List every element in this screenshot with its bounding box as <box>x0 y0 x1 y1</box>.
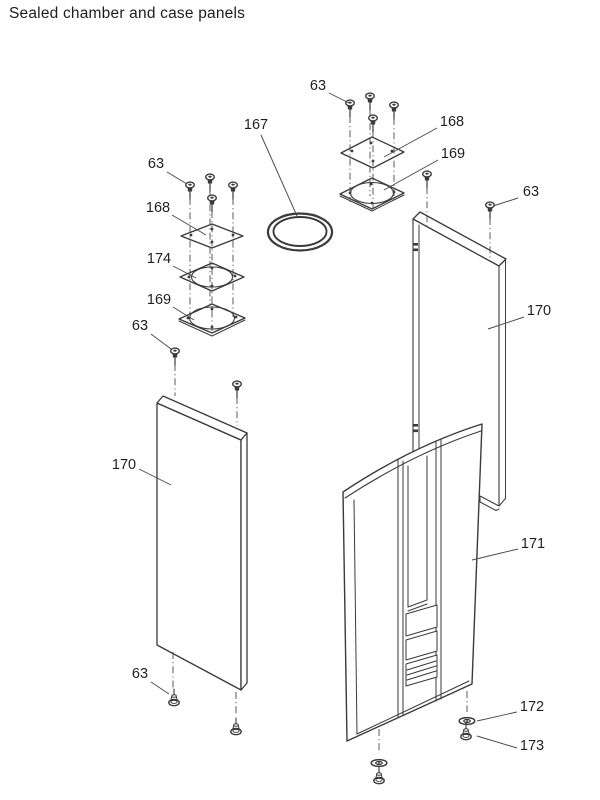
bottom-fixings <box>370 691 476 785</box>
leader-line-174 <box>172 265 197 279</box>
callout-63-10: 63 <box>132 318 148 334</box>
callout-63-0: 63 <box>310 78 326 94</box>
callout-63-13: 63 <box>132 666 148 682</box>
washer-icon <box>370 758 388 768</box>
screw-icon <box>168 688 180 707</box>
callout-labels: 63 167 168 169 63 170 63 168 174 169 63 170 171 63 172… <box>112 78 551 754</box>
callout-168-7: 168 <box>146 200 170 216</box>
leader-line-168 <box>383 127 438 158</box>
callout-170-5: 170 <box>527 303 551 319</box>
callout-168-2: 168 <box>440 114 464 130</box>
callout-172-14: 172 <box>520 699 544 715</box>
o-ring-167 <box>266 212 334 252</box>
leader-line-169 <box>172 306 195 321</box>
leader-line-171 <box>471 548 519 561</box>
side-panel-170-right <box>412 170 507 511</box>
screw-icon <box>422 170 432 189</box>
callout-63-6: 63 <box>148 156 164 172</box>
callout-63-4: 63 <box>523 184 539 200</box>
callout-169-9: 169 <box>147 292 171 308</box>
leader-line-169 <box>383 159 439 191</box>
panel-window-top <box>405 604 438 637</box>
screw-icon <box>389 101 399 120</box>
gasket-174 <box>179 262 245 292</box>
screw-icon <box>206 194 218 213</box>
leader-line-63 <box>150 681 170 695</box>
callout-170-11: 170 <box>112 457 136 473</box>
callout-173-15: 173 <box>520 738 544 754</box>
leader-line-173 <box>476 735 518 749</box>
square-plate-168-right <box>340 136 405 169</box>
screw-icon <box>345 99 355 118</box>
screw-icon <box>204 173 216 192</box>
callout-167-1: 167 <box>244 117 268 133</box>
screw-icon <box>184 181 196 200</box>
side-panel-170-left <box>156 347 248 736</box>
screw-icon <box>169 347 181 366</box>
plate-assembly-right <box>339 92 405 212</box>
leader-line-63 <box>328 92 350 104</box>
leader-line-63 <box>166 171 188 185</box>
screw-icon <box>227 181 239 200</box>
screw-icon <box>231 380 243 399</box>
leader-line-170 <box>487 316 525 330</box>
leader-line-170 <box>138 468 172 486</box>
leader-line-63 <box>150 333 172 350</box>
screw-icon <box>365 92 375 111</box>
front-panel-171 <box>342 423 483 742</box>
leader-line-167 <box>260 134 298 217</box>
washer-icon <box>458 716 476 726</box>
callout-174-8: 174 <box>147 251 171 267</box>
screw-icon <box>485 201 495 220</box>
callout-169-3: 169 <box>441 146 465 162</box>
screw-icon <box>373 766 385 785</box>
page-title: Sealed chamber and case panels <box>9 5 246 22</box>
screw-icon <box>230 717 242 736</box>
leader-line-172 <box>476 711 518 722</box>
callout-171-12: 171 <box>521 536 545 552</box>
screw-icon <box>460 722 472 741</box>
plate-assembly-left <box>178 173 246 337</box>
leader-line-168 <box>171 214 207 236</box>
leader-line-63 <box>492 197 519 207</box>
panel-window-middle <box>405 630 438 661</box>
